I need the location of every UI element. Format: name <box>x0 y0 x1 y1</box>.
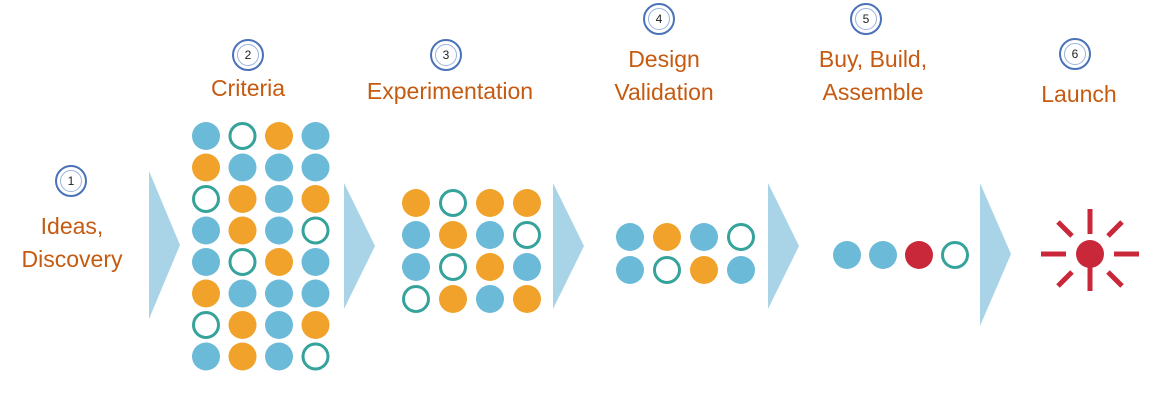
orange-dot <box>228 216 257 245</box>
blue-dot <box>402 253 430 281</box>
blue-dot <box>265 342 293 371</box>
blue-dot <box>192 248 220 276</box>
step-number-badge-4: 4 <box>643 3 675 35</box>
blue-dot <box>228 279 257 308</box>
hollow-ring-dot <box>513 221 541 249</box>
orange-dot <box>228 311 257 339</box>
hollow-ring-dot <box>941 241 969 269</box>
blue-dot <box>301 279 330 308</box>
blue-dot <box>476 285 504 313</box>
dot-grid-design-validation <box>616 223 755 284</box>
orange-dot <box>192 153 220 182</box>
blue-dot <box>228 153 257 182</box>
stage-arrow-1 <box>149 171 180 319</box>
blue-dot <box>616 256 644 284</box>
orange-dot <box>228 342 257 371</box>
stage-label-design-validation: Design Validation <box>614 46 714 105</box>
orange-dot <box>476 253 504 281</box>
blue-dot <box>402 221 430 249</box>
orange-dot <box>690 256 718 284</box>
hollow-ring-dot <box>228 122 257 150</box>
blue-dot <box>476 221 504 249</box>
stage-label-buy-build-assemble: Buy, Build, Assemble <box>818 46 928 105</box>
hollow-ring-dot <box>192 311 220 339</box>
hollow-ring-dot <box>653 256 681 284</box>
orange-dot <box>192 279 220 308</box>
orange-dot <box>301 185 330 213</box>
hollow-ring-dot <box>192 185 220 213</box>
blue-dot <box>301 122 330 150</box>
hollow-ring-dot <box>301 216 330 245</box>
blue-dot <box>301 248 330 276</box>
step-number-badge-1: 1 <box>55 165 87 197</box>
blue-dot <box>265 216 293 245</box>
stage-label-experimentation: Experimentation <box>366 78 534 104</box>
orange-dot <box>513 189 541 217</box>
orange-dot <box>439 221 467 249</box>
blue-dot <box>192 216 220 245</box>
orange-dot <box>653 223 681 251</box>
orange-dot <box>265 248 293 276</box>
stage-arrow-2 <box>344 183 375 309</box>
blue-dot <box>265 279 293 308</box>
blue-dot <box>265 311 293 339</box>
orange-dot <box>476 189 504 217</box>
stage-arrow-5 <box>980 183 1011 326</box>
stage-arrow-3 <box>553 183 584 309</box>
blue-dot <box>616 223 644 251</box>
blue-dot <box>265 185 293 213</box>
orange-dot <box>402 189 430 217</box>
hollow-ring-dot <box>228 248 257 276</box>
red-dot <box>905 241 933 269</box>
orange-dot <box>513 285 541 313</box>
starburst-icon <box>1041 209 1139 291</box>
orange-dot <box>228 185 257 213</box>
hollow-ring-dot <box>301 342 330 371</box>
stage-label-criteria: Criteria <box>210 75 286 101</box>
hollow-ring-dot <box>402 285 430 313</box>
blue-dot <box>192 342 220 371</box>
orange-dot <box>265 122 293 150</box>
blue-dot <box>833 241 861 269</box>
hollow-ring-dot <box>727 223 755 251</box>
stage-label-launch: Launch <box>1041 81 1117 107</box>
step-number-badge-2: 2 <box>232 39 264 71</box>
hollow-ring-dot <box>439 253 467 281</box>
step-number-badge-5: 5 <box>850 3 882 35</box>
step-number-badge-6: 6 <box>1059 38 1091 70</box>
stage-arrow-4 <box>768 183 799 309</box>
orange-dot <box>301 311 330 339</box>
dot-grid-buy-build-assemble <box>833 241 969 269</box>
stage-label-ideas-discovery: Ideas, Discovery <box>21 213 123 272</box>
blue-dot <box>265 153 293 182</box>
blue-dot <box>690 223 718 251</box>
dot-grid-experimentation <box>402 189 541 313</box>
blue-dot <box>727 256 755 284</box>
step-number-badge-3: 3 <box>430 39 462 71</box>
dot-grid-criteria <box>192 122 330 371</box>
blue-dot <box>301 153 330 182</box>
blue-dot <box>869 241 897 269</box>
blue-dot <box>513 253 541 281</box>
orange-dot <box>439 285 467 313</box>
blue-dot <box>192 122 220 150</box>
hollow-ring-dot <box>439 189 467 217</box>
